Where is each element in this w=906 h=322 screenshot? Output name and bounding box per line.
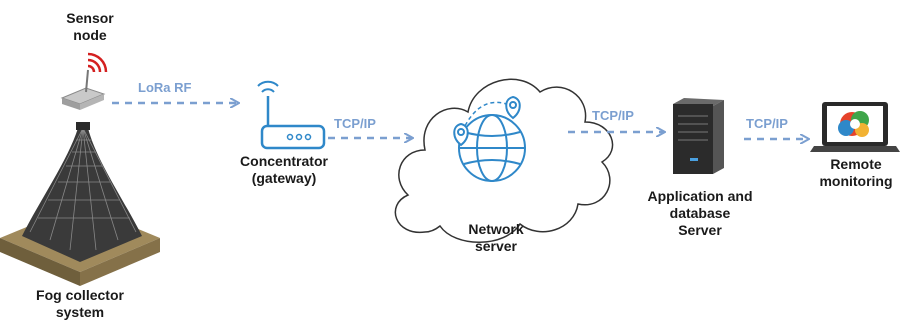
- remote-monitoring-label-line2: monitoring: [819, 173, 893, 189]
- network-server-label-line2: server: [474, 238, 518, 254]
- app-server-label-line2: database: [669, 205, 731, 221]
- network-server-label: Network server: [454, 221, 538, 255]
- location-pin-icon: [453, 95, 521, 147]
- concentrator-label-line2: (gateway): [251, 170, 317, 186]
- tcp-label-2: TCP/IP: [592, 108, 634, 123]
- signal-waves-icon: [87, 52, 108, 73]
- network-server-label-line1: Network: [468, 221, 524, 237]
- fog-collector-label-line1: Fog collector: [36, 287, 124, 303]
- connection-arrows: [112, 103, 808, 139]
- app-server-label-line3: Server: [678, 222, 722, 238]
- app-server-label: Application and database Server: [630, 188, 770, 239]
- sensor-node-label-line1: Sensor: [66, 10, 114, 26]
- fog-collector-label-line2: system: [55, 304, 105, 320]
- fog-collector-icon: [0, 122, 160, 286]
- remote-monitoring-label: Remote monitoring: [808, 156, 904, 190]
- sensor-node-label: Sensor node: [48, 10, 132, 44]
- server-icon: [673, 98, 724, 174]
- sensor-node-icon: [60, 69, 106, 110]
- app-server-label-line1: Application and: [647, 188, 753, 204]
- lora-label: LoRa RF: [138, 80, 192, 95]
- tcp-label-1: TCP/IP: [334, 116, 376, 131]
- fog-collector-label: Fog collector system: [20, 287, 140, 321]
- sensor-node-label-line2: node: [73, 27, 107, 43]
- laptop-icon: [810, 102, 900, 152]
- gateway-icon: [257, 80, 326, 150]
- concentrator-label: Concentrator (gateway): [226, 153, 342, 187]
- tcp-label-3: TCP/IP: [746, 116, 788, 131]
- concentrator-label-line1: Concentrator: [240, 153, 328, 169]
- remote-monitoring-label-line1: Remote: [830, 156, 882, 172]
